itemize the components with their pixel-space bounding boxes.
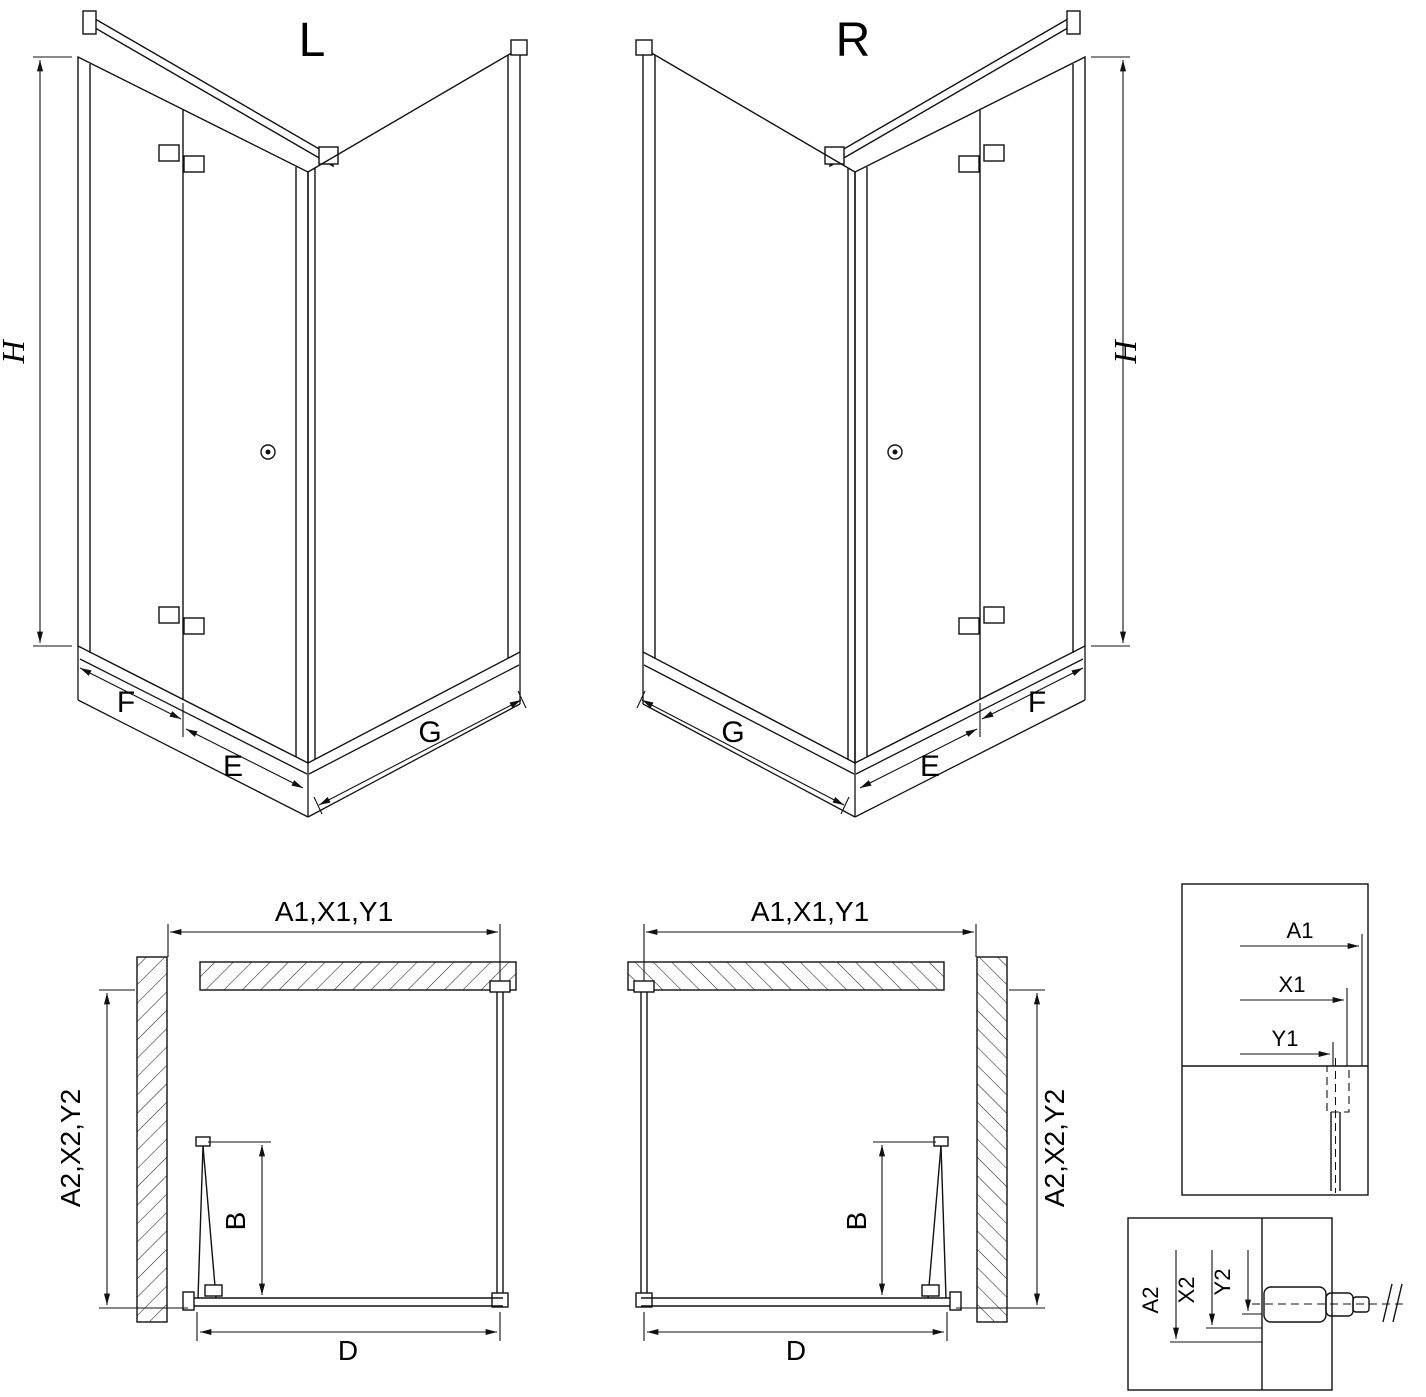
detail-top-profile: A1 X1 Y1 <box>1181 883 1369 1196</box>
view-label-left: L <box>299 14 326 67</box>
detail-bottom-y2-label: Y2 <box>1210 1269 1235 1296</box>
plan-left-depth-label: A2,X2,Y2 <box>55 1089 86 1207</box>
dim-label-height-left: H <box>0 339 31 365</box>
dim-label-height-right: H <box>1107 339 1143 365</box>
dim-label-f-right: F <box>1028 686 1046 719</box>
enclosure-3d-right-art <box>636 11 1130 817</box>
dim-label-g-right: G <box>721 716 744 749</box>
plan-view-left: A1,X1,Y1 A2,X2,Y2 B D <box>55 896 516 1366</box>
wall-profile-section <box>1326 1058 1350 1193</box>
plan-left-b-label: B <box>220 1212 251 1231</box>
detail-bottom-x2-label: X2 <box>1174 1277 1199 1304</box>
view-label-right: R <box>836 14 871 67</box>
plan-left-width-label: A1,X1,Y1 <box>275 896 393 927</box>
detail-top-a1-label: A1 <box>1287 918 1314 943</box>
dim-label-g-left: G <box>418 716 441 749</box>
detail-bottom-a2-label: A2 <box>1138 1287 1163 1314</box>
dim-label-f-left: F <box>117 686 135 719</box>
plan-right-depth-label: A2,X2,Y2 <box>1039 1089 1070 1207</box>
tray-profile-section <box>1252 1283 1406 1323</box>
plan-right-b-label: B <box>841 1212 872 1231</box>
detail-top-y1-label: Y1 <box>1272 1026 1299 1051</box>
plan-left-d-label: D <box>338 1335 358 1366</box>
view-3d-right: R H F E G <box>636 11 1143 817</box>
detail-top-x1-label: X1 <box>1279 972 1306 997</box>
plan-right-width-label: A1,X1,Y1 <box>751 896 869 927</box>
plan-right-art <box>628 924 1045 1341</box>
dim-label-e-right: E <box>920 750 940 783</box>
dim-label-e-left: E <box>223 750 243 783</box>
plan-left-art <box>99 924 516 1341</box>
enclosure-3d-left-art <box>33 11 527 817</box>
detail-bottom-profile: A2 X2 Y2 <box>1127 1217 1406 1391</box>
detail-top-frame <box>1181 883 1369 1196</box>
plan-right-d-label: D <box>786 1335 806 1366</box>
view-3d-left: L H F E G <box>0 11 527 817</box>
plan-view-right: A1,X1,Y1 A2,X2,Y2 B D <box>628 896 1070 1366</box>
